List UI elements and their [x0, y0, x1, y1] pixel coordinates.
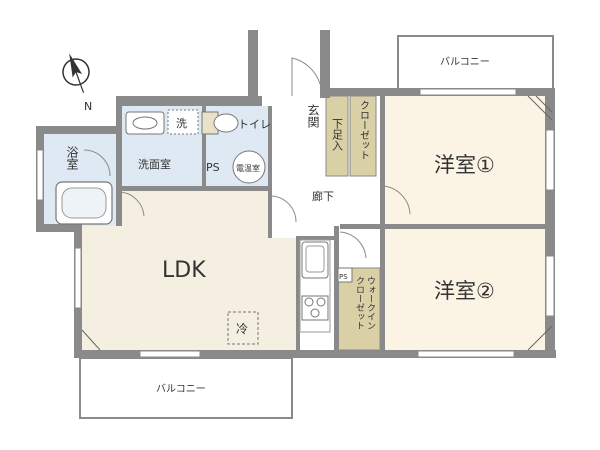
balcony-bottom-area	[79, 357, 293, 419]
ldk-label: LDK	[162, 258, 206, 283]
water-heater-label: 電温室	[236, 163, 260, 173]
compass-icon	[62, 53, 90, 93]
bedroom1-area	[384, 96, 552, 226]
fridge-label: 冷	[236, 322, 248, 336]
washer-space-icon	[167, 109, 199, 135]
shoe-closet-label: 下足入	[331, 118, 344, 151]
bedroom1-label: 洋室①	[434, 153, 495, 177]
compass-label: N	[84, 100, 92, 113]
balcony-top-label: バルコニー	[440, 56, 490, 68]
kitchen-counter	[299, 239, 331, 333]
balcony-top-area	[397, 35, 554, 95]
water-heater-icon	[232, 150, 266, 184]
hallway-label: 廊下	[312, 189, 334, 203]
corner-hatches	[81, 95, 553, 351]
doors	[83, 57, 411, 259]
closet-label: クローゼット	[358, 100, 370, 160]
ps-washroom-label: PS	[206, 161, 220, 174]
ps-closet-space	[337, 267, 353, 283]
kitchen-sink-icon	[301, 241, 329, 279]
closet-box	[349, 95, 377, 177]
toilet-icon	[201, 111, 239, 135]
fridge-space	[227, 311, 259, 345]
washroom-label: 洗面室	[138, 157, 171, 171]
washer-label: 洗	[176, 117, 187, 130]
entrance-area	[290, 92, 326, 148]
toilet-label: トイレ	[238, 118, 271, 131]
ps-closet-label: PS	[339, 273, 348, 281]
bathtub-icon	[55, 181, 113, 225]
bath-label: 浴室	[65, 146, 79, 170]
walk-in-closet-label: ウォークイン クローゼット	[354, 276, 376, 333]
balcony-bottom-label: バルコニー	[156, 383, 206, 395]
entrance-label: 玄関	[306, 103, 320, 128]
bedroom2-area	[384, 226, 552, 352]
ps-area	[202, 146, 230, 188]
bedroom2-label: 洋室②	[434, 279, 495, 303]
windows	[36, 88, 555, 358]
stove-icon	[301, 295, 329, 321]
wash-basin-icon	[125, 111, 165, 135]
